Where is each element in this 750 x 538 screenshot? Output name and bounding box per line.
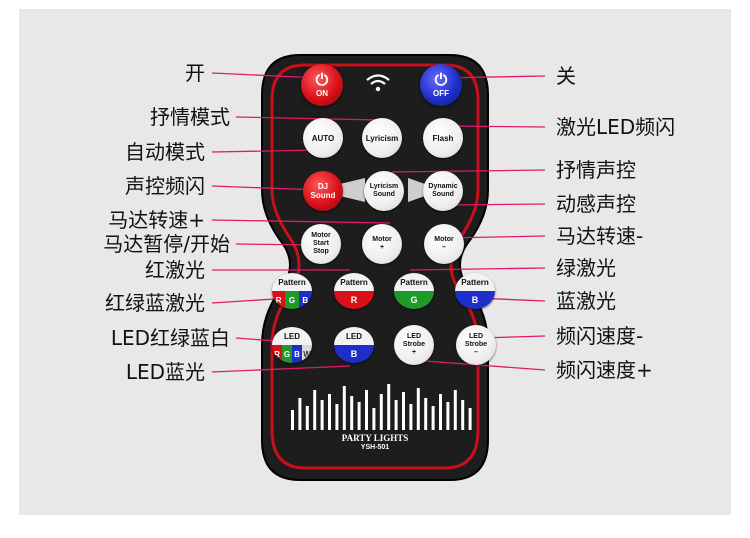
remote-body	[261, 54, 489, 481]
label-on: 开	[185, 61, 205, 85]
lyricism-button[interactable]: Lyricism	[362, 118, 402, 158]
equalizer-bar	[468, 408, 472, 430]
label-motor-plus: 马达转速+	[108, 208, 205, 232]
button-connector	[408, 178, 425, 202]
equalizer-bar	[305, 406, 309, 430]
power-icon: ⏻	[315, 71, 329, 89]
label-pattern-b: 蓝激光	[556, 289, 616, 313]
equalizer-bar	[439, 394, 442, 430]
flash-button[interactable]: Flash	[423, 118, 463, 158]
equalizer-bar	[409, 404, 413, 430]
equalizer-bar	[416, 388, 420, 430]
brand-name: PARTY LIGHTS	[341, 433, 409, 443]
equalizer-bar	[379, 394, 383, 430]
label-led-rgbw: LED红绿蓝白	[110, 326, 230, 350]
on-button[interactable]: ⏻ ON	[301, 64, 343, 106]
auto-button[interactable]: AUTO	[303, 118, 343, 158]
label-strobe-plus: 频闪速度+	[556, 358, 653, 382]
label-dynamic-sound: 动感声控	[556, 192, 636, 216]
equalizer-bar	[357, 402, 361, 430]
label-lyricism-mode: 抒情模式	[150, 105, 230, 129]
power-icon: ⏻	[434, 71, 448, 89]
equalizer-bar	[291, 410, 294, 430]
equalizer-bar	[394, 400, 398, 430]
motor-minus-button[interactable]: Motor –	[424, 224, 464, 264]
equalizer-bar	[350, 396, 354, 430]
lyricism-sound-button[interactable]: Lyricism Sound	[364, 171, 404, 211]
label-pattern-g: 绿激光	[556, 256, 616, 280]
led-b-button[interactable]: LED B	[334, 327, 374, 363]
pattern-r-button[interactable]: Pattern R	[334, 273, 374, 309]
button-connector	[340, 178, 365, 202]
equalizer-bar	[342, 386, 346, 430]
dynamic-sound-button[interactable]: Dynamic Sound	[423, 171, 463, 211]
remote-red-border	[270, 63, 480, 470]
motor-start-stop-button[interactable]: Motor Start Stop	[301, 224, 341, 264]
pattern-g-button[interactable]: Pattern G	[394, 273, 434, 309]
equalizer-bar	[298, 398, 302, 430]
pattern-rgb-button[interactable]: Pattern R G B	[272, 273, 312, 309]
label-auto-mode: 自动模式	[125, 140, 205, 164]
wifi-icon	[366, 74, 390, 92]
equalizer-bar	[446, 402, 450, 430]
equalizer-bar	[335, 404, 339, 430]
equalizer-bar	[424, 398, 428, 430]
off-button[interactable]: ⏻ OFF	[420, 64, 462, 106]
label-off: 关	[556, 64, 576, 88]
strobe-minus-button[interactable]: LED Strobe –	[456, 325, 496, 365]
equalizer-bar	[328, 394, 331, 430]
label-pattern-r: 红激光	[145, 258, 205, 282]
equalizer-bar	[461, 400, 465, 430]
label-pattern-rgb: 红绿蓝激光	[105, 291, 205, 315]
label-strobe-minus: 频闪速度-	[556, 324, 644, 348]
equalizer-bar	[313, 390, 317, 430]
model-number: YSH-501	[360, 444, 390, 451]
equalizer-bar	[365, 390, 368, 430]
label-led-b: LED蓝光	[125, 360, 205, 384]
label-motor-minus: 马达转速-	[556, 224, 644, 248]
led-rgbw-button[interactable]: LED R G B W	[272, 327, 312, 363]
label-flash: 激光LED频闪	[556, 115, 676, 139]
dj-sound-button[interactable]: DJ Sound	[303, 171, 343, 211]
equalizer-bar	[453, 390, 457, 430]
equalizer-bar	[372, 408, 376, 430]
equalizer-bar	[431, 406, 435, 430]
strobe-plus-button[interactable]: LED Strobe +	[394, 325, 434, 365]
label-dj-sound: 声控频闪	[125, 174, 205, 198]
equalizer-bar	[402, 392, 405, 430]
label-lyricism-sound: 抒情声控	[556, 158, 636, 182]
equalizer-graphic	[291, 384, 472, 430]
equalizer-bar	[387, 384, 391, 430]
label-motor-start-stop: 马达暂停/开始	[103, 232, 230, 256]
pattern-b-button[interactable]: Pattern B	[455, 273, 495, 309]
motor-plus-button[interactable]: Motor +	[362, 224, 402, 264]
equalizer-bar	[320, 400, 324, 430]
